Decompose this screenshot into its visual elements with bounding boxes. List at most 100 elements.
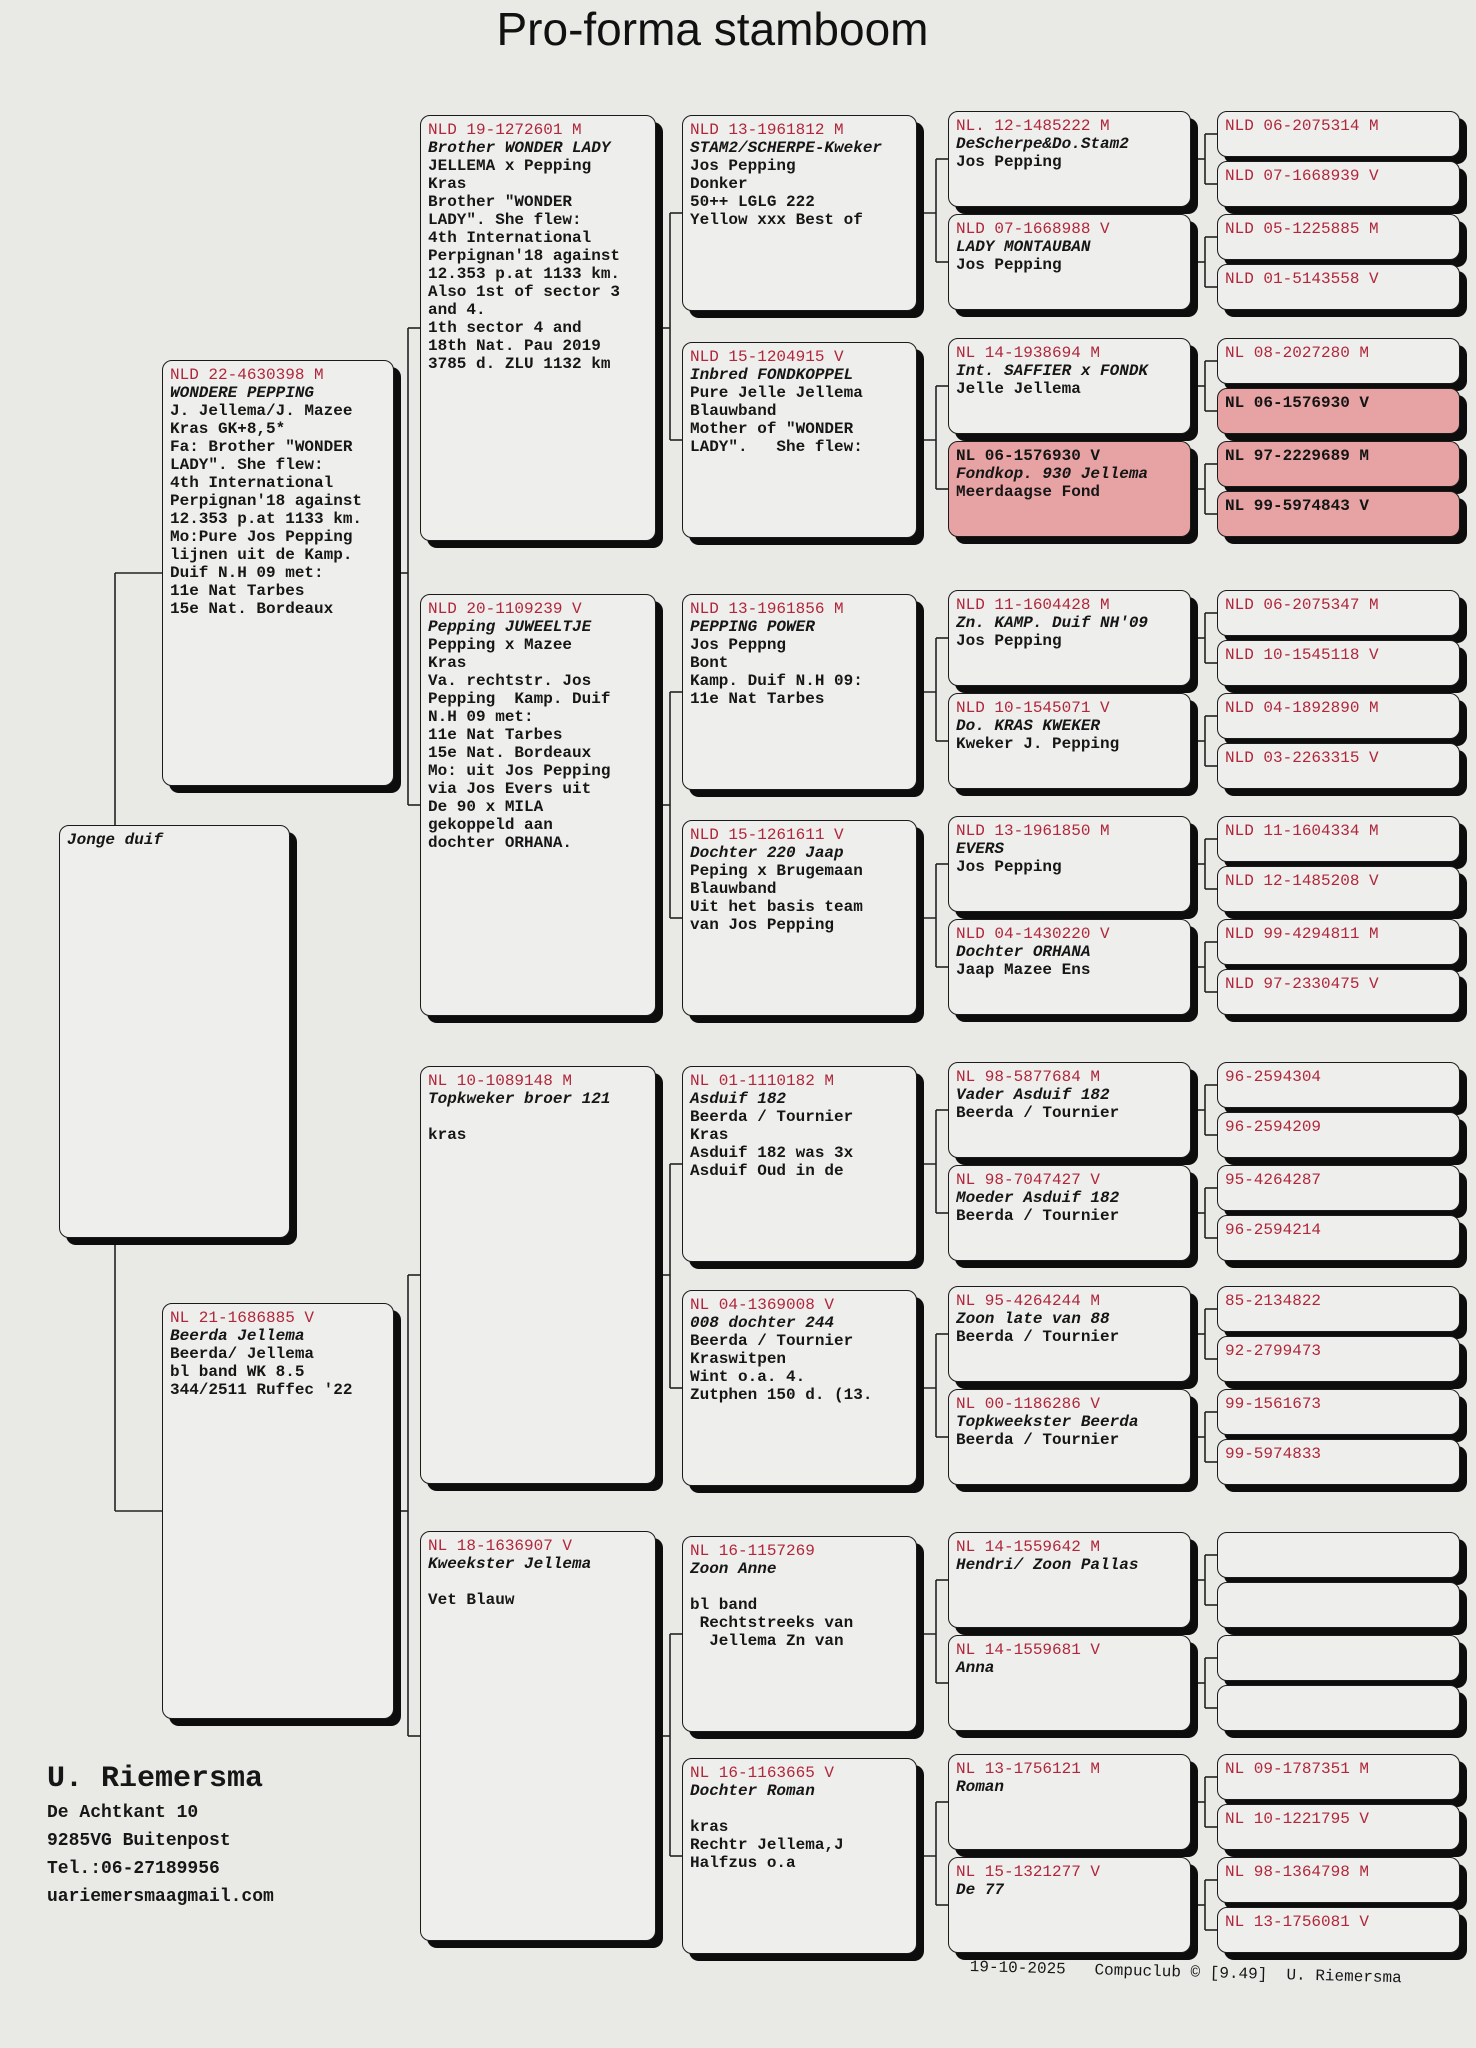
ring-number: NLD 20-1109239 V — [428, 600, 582, 618]
pigeon-card-gen6[interactable] — [1217, 1532, 1460, 1578]
pigeon-card-gen6[interactable]: NLD 05-1225885 M — [1217, 214, 1460, 260]
pigeon-card-gen6[interactable]: NLD 01-5143558 V — [1217, 264, 1460, 310]
owner-address-street: De Achtkant 10 — [47, 1803, 199, 1823]
pigeon-card-gen6[interactable]: NL 06-1576930 V — [1217, 388, 1460, 434]
pigeon-card-gen6[interactable] — [1217, 1685, 1460, 1731]
pigeon-card-gen6[interactable]: NLD 07-1668939 V — [1217, 161, 1460, 207]
pigeon-card-gen6[interactable]: 96-2594214 — [1217, 1215, 1460, 1261]
pigeon-card-gen6[interactable]: NL 98-1364798 M — [1217, 1857, 1460, 1903]
ring-number: NLD 04-1892890 M — [1225, 699, 1379, 717]
pigeon-card-gen6[interactable] — [1217, 1582, 1460, 1628]
ring-number: 85-2134822 — [1225, 1292, 1322, 1310]
pigeon-card-gen6[interactable]: 99-1561673 — [1217, 1389, 1460, 1435]
ring-number: NL 13-1756121 M — [956, 1760, 1101, 1778]
pigeon-name: Inbred FONDKOPPEL — [690, 366, 854, 384]
pigeon-name: EVERS — [956, 840, 1005, 858]
pigeon-card-gen6[interactable]: NLD 99-4294811 M — [1217, 919, 1460, 965]
ring-number: NLD 13-1961812 M — [690, 121, 844, 139]
pigeon-name: Kweekster Jellema — [428, 1555, 592, 1573]
pigeon-card-gen6[interactable]: NLD 11-1604334 M — [1217, 816, 1460, 862]
pigeon-card-gen6[interactable]: NL 99-5974843 V — [1217, 491, 1460, 537]
pigeon-info-line: Peping x Brugemaan — [690, 862, 863, 880]
pigeon-info-line: 11e Nat Tarbes — [170, 582, 305, 600]
pigeon-card-gen6[interactable]: 96-2594209 — [1217, 1112, 1460, 1158]
ring-number: NL 18-1636907 V — [428, 1537, 573, 1555]
ring-number: NLD 13-1961850 M — [956, 822, 1110, 840]
owner-phone: Tel.:06-27189956 — [47, 1859, 220, 1879]
pigeon-name: 008 dochter 244 — [690, 1314, 835, 1332]
pigeon-card-gen6[interactable]: 85-2134822 — [1217, 1286, 1460, 1332]
pigeon-card-gen6[interactable]: NLD 97-2330475 V — [1217, 969, 1460, 1015]
pigeon-info-line: Wint o.a. 4. — [690, 1368, 806, 1386]
pigeon-info-line: Blauwband — [690, 880, 777, 898]
pigeon-card-gen6[interactable]: NLD 06-2075314 M — [1217, 111, 1460, 157]
pigeon-card-gen6[interactable]: NLD 12-1485208 V — [1217, 866, 1460, 912]
pigeon-card-gen6[interactable]: 96-2594304 — [1217, 1062, 1460, 1108]
pigeon-card-gen6[interactable]: NL 09-1787351 M — [1217, 1754, 1460, 1800]
pigeon-card-gen6[interactable]: NLD 04-1892890 M — [1217, 693, 1460, 739]
pigeon-card-gen6[interactable]: 95-4264287 — [1217, 1165, 1460, 1211]
owner-email: uariemersmaagmail.com — [47, 1887, 274, 1907]
pigeon-card-gen6[interactable]: NLD 03-2263315 V — [1217, 743, 1460, 789]
ring-number: NLD 03-2263315 V — [1225, 749, 1379, 767]
pigeon-info-line: Jos Pepping — [690, 157, 796, 175]
ring-number: NL 00-1186286 V — [956, 1395, 1101, 1413]
ring-number: NLD 97-2330475 V — [1225, 975, 1379, 993]
subject-pigeon-card[interactable]: Jonge duif — [59, 825, 290, 1238]
pigeon-info-line: Jaap Mazee Ens — [956, 961, 1091, 979]
pigeon-card-gen6[interactable]: NLD 06-2075347 M — [1217, 590, 1460, 636]
ring-number: NL 16-1163665 V — [690, 1764, 835, 1782]
pigeon-info-line: Mother of "WONDER — [690, 420, 854, 438]
pigeon-name: Vader Asduif 182 — [956, 1086, 1110, 1104]
pigeon-info-line: Blauwband — [690, 402, 777, 420]
pigeon-card-gen6[interactable]: NL 10-1221795 V — [1217, 1804, 1460, 1850]
ring-number: NLD 11-1604428 M — [956, 596, 1110, 614]
pigeon-info-line: Vet Blauw — [428, 1591, 515, 1609]
pigeon-card-gen6[interactable]: 92-2799473 — [1217, 1336, 1460, 1382]
pigeon-info-line: Bont — [690, 654, 729, 672]
pigeon-card-gen6[interactable]: NLD 10-1545118 V — [1217, 640, 1460, 686]
pigeon-card-gen6[interactable]: 99-5974833 — [1217, 1439, 1460, 1485]
pigeon-card-gen6[interactable] — [1217, 1635, 1460, 1681]
ring-number: NLD 15-1261611 V — [690, 826, 844, 844]
pigeon-card-gen6[interactable]: NL 97-2229689 M — [1217, 441, 1460, 487]
pigeon-card-gen6[interactable]: NL 08-2027280 M — [1217, 338, 1460, 384]
pigeon-info-line: 15e Nat. Bordeaux — [428, 744, 592, 762]
pigeon-info-line — [690, 1800, 909, 1818]
pigeon-card-gen6[interactable]: NL 13-1756081 V — [1217, 1907, 1460, 1953]
pigeon-info-line: Rechtr Jellema,J — [690, 1836, 844, 1854]
ring-number: NL 16-1157269 — [690, 1542, 815, 1560]
pigeon-info-line: 1th sector 4 and — [428, 319, 582, 337]
pigeon-info-line: 11e Nat Tarbes — [428, 726, 563, 744]
